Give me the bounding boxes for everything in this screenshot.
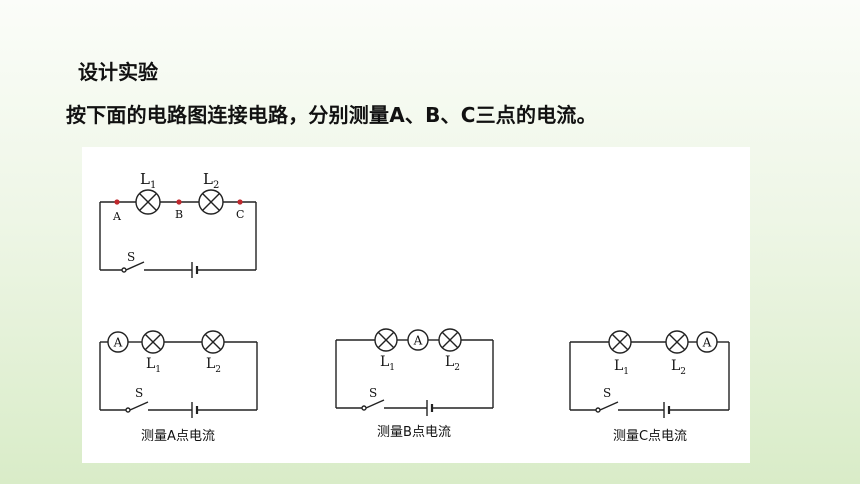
ammeter-label: A <box>702 336 712 350</box>
lamp-l2-symbol <box>198 189 224 215</box>
ammeter-b-symbol <box>407 329 429 351</box>
lamp-l1-label: L1 <box>380 354 395 373</box>
lamp-l2-symbol <box>665 330 689 354</box>
point-c-label: C <box>236 208 244 221</box>
point-b-dot <box>176 199 182 205</box>
ammeter-label: A <box>413 334 423 348</box>
lamp-l1-symbol <box>141 330 165 354</box>
lamp-l1-label: L1 <box>146 356 161 375</box>
switch-label: S <box>369 386 377 400</box>
lamp-l1-label: L1 <box>614 358 629 377</box>
lamp-l2-symbol <box>201 330 225 354</box>
point-a-dot <box>114 199 120 205</box>
circuit-diagrams: L1 L2 A B C S A L1 L2 S 测量A点电流 A L1 L2 S… <box>99 170 730 444</box>
instruction-text: 按下面的电路图连接电路，分别测量A、B、C三点的电流。 <box>66 103 597 127</box>
slide-heading: 设计实验 <box>78 60 158 84</box>
circuit-a <box>99 330 258 418</box>
switch-label: S <box>603 386 611 400</box>
lamp-l2-symbol <box>438 328 462 352</box>
lamp-l2-label: L2 <box>203 170 219 191</box>
lamp-l2-label: L2 <box>671 358 686 377</box>
ammeter-a-symbol <box>107 331 129 353</box>
lamp-l1-label: L1 <box>140 170 156 191</box>
switch-label: S <box>135 386 143 400</box>
caption-b: 测量B点电流 <box>377 425 451 440</box>
lamp-l1-symbol <box>374 328 398 352</box>
circuit-panel: L1 L2 A B C S A L1 L2 S 测量A点电流 A L1 L2 S… <box>82 147 750 463</box>
point-a-label: A <box>112 210 122 223</box>
ammeter-c-symbol <box>696 331 718 353</box>
main-circuit <box>99 189 257 278</box>
lamp-l1-symbol <box>608 330 632 354</box>
point-c-dot <box>237 199 243 205</box>
caption-c: 测量C点电流 <box>613 429 687 444</box>
circuit-b <box>335 328 494 416</box>
lamp-l2-label: L2 <box>445 354 460 373</box>
lamp-l1-symbol <box>135 189 161 215</box>
caption-a: 测量A点电流 <box>141 429 215 444</box>
point-b-label: B <box>175 208 183 221</box>
circuit-c <box>569 330 730 418</box>
switch-label: S <box>127 250 135 264</box>
lamp-l2-label: L2 <box>206 356 221 375</box>
ammeter-label: A <box>113 336 123 350</box>
